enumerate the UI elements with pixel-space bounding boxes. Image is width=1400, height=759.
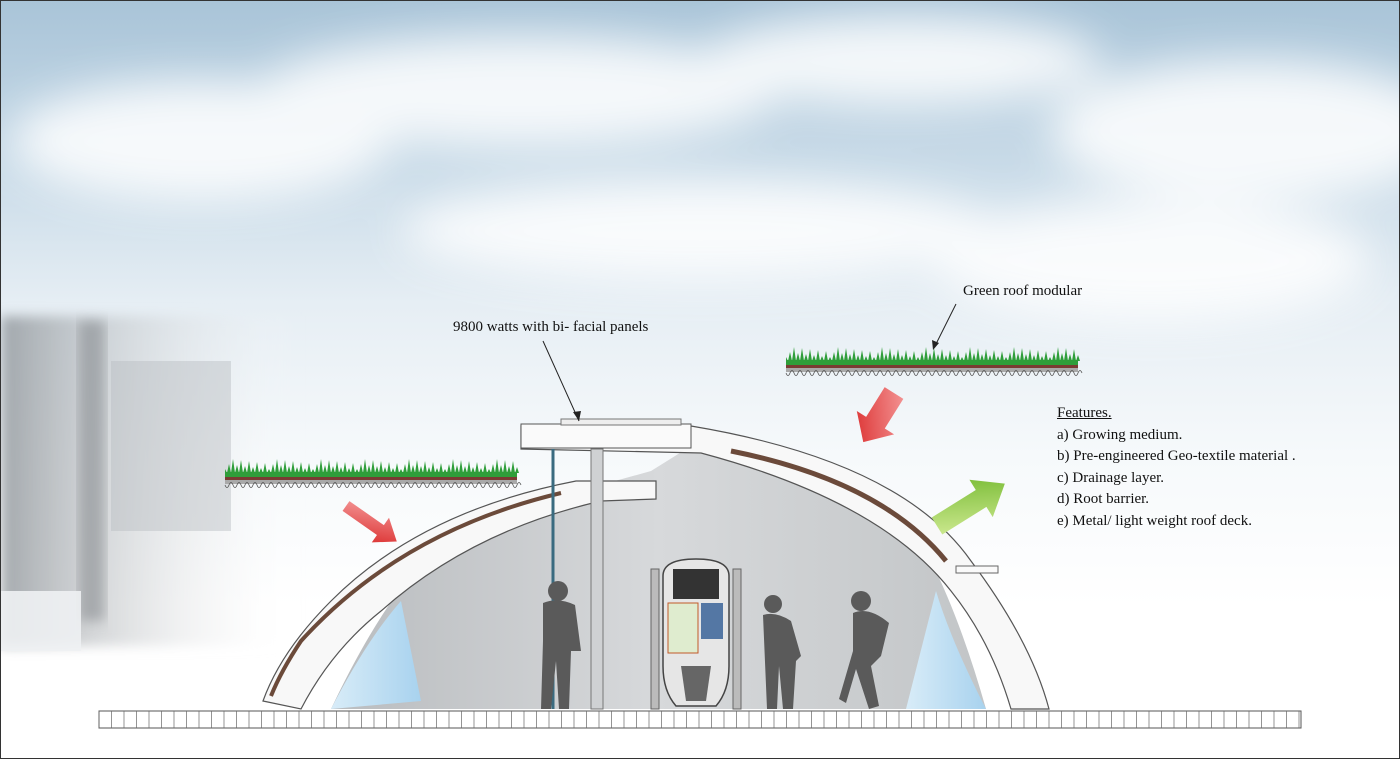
column [590,448,604,710]
grass-layer [225,459,519,473]
clouds [11,16,1399,321]
solar-leader-arrowhead [573,411,581,421]
front-roof-solar-strip [269,491,562,697]
kiosk-map-screen [667,602,699,654]
green-roof-module-left [224,459,522,488]
green-roof-label-leader [934,303,957,347]
bus-shelter [262,418,1050,710]
info-kiosk [650,558,742,710]
people-silhouettes [541,581,889,709]
feature-item: e) Metal/ light weight roof deck. [1057,512,1252,529]
growing-medium-layer [225,472,517,477]
roof-end-plate [520,423,692,449]
rear-roof-solar-strip [730,448,948,563]
features-title: Features. [1057,405,1112,421]
heat-arrow-right [856,387,904,443]
rear-roof-arch [520,425,1050,710]
glass-panel-right [906,591,986,709]
root-barrier-layer [225,477,517,480]
canopy-extension [955,565,999,574]
drainage-layer [224,482,522,488]
grass-layer [786,347,1080,361]
green-roof-label: Green roof modular [963,283,1083,299]
feature-item: c) Drainage layer. [1057,469,1165,486]
person-silhouette [541,581,581,709]
green-roof-leader-arrowhead [932,340,939,350]
feature-item: d) Root barrier. [1057,491,1150,507]
solar-panel-top [560,418,682,426]
person-silhouette [839,591,889,709]
green-roof-module-right [785,347,1083,376]
feature-item: a) Growing medium. [1057,426,1183,443]
solar-panels-label: 9800 watts with bi- facial panels [453,319,649,335]
drainage-layer [785,370,1083,376]
person-silhouette [763,595,801,709]
geotextile-layer [786,368,1078,372]
geotextile-layer [225,480,517,484]
feature-item: b) Pre-engineered Geo-textile material . [1057,448,1296,464]
growing-medium-layer [786,360,1078,365]
solar-label-leader [542,340,580,422]
cool-air-arrow [931,479,1005,535]
features-list: Features. a) Growing medium. b) Pre-engi… [1057,403,1296,532]
glass-panel-left [331,601,421,709]
heat-arrow-left [342,501,397,543]
root-barrier-layer [786,365,1078,368]
ground-tiles [98,710,1302,729]
